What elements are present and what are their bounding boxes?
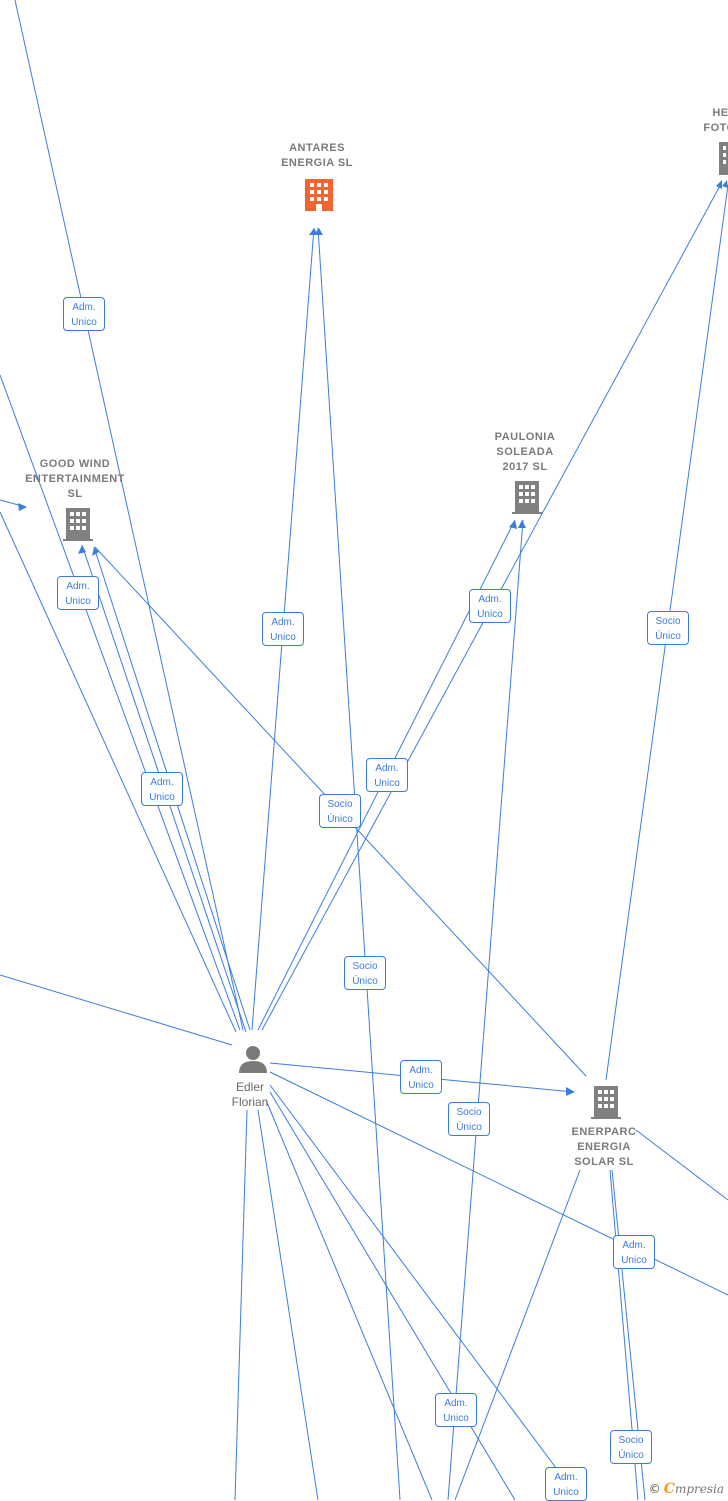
edge-badge-socio-unico[interactable]: Socio Único bbox=[647, 611, 689, 645]
edge-line bbox=[234, 1109, 248, 1500]
brand-name: mpresia bbox=[674, 1482, 724, 1496]
edge-line bbox=[14, 0, 244, 1031]
edge-line bbox=[635, 1129, 728, 1201]
edge-line bbox=[269, 1071, 728, 1296]
brand-initial: C bbox=[663, 1481, 675, 1497]
edge-badge-socio-unico[interactable]: Socio Único bbox=[610, 1430, 652, 1464]
edge-line bbox=[447, 519, 524, 1500]
edge-badge-adm-unico[interactable]: Adm. Unico bbox=[57, 576, 99, 610]
edge-badge-adm-unico[interactable]: Adm. Unico bbox=[262, 612, 304, 646]
edge-line bbox=[0, 974, 233, 1046]
edge-badge-socio-unico[interactable]: Socio Único bbox=[344, 956, 386, 990]
edge-badge-adm-unico[interactable]: Adm. Unico bbox=[141, 772, 183, 806]
edge-badge-adm-unico[interactable]: Adm. Unico bbox=[435, 1393, 477, 1427]
edge-badge-adm-unico[interactable]: Adm. Unico bbox=[545, 1467, 587, 1501]
edge-line bbox=[0, 511, 237, 1033]
edge-badge-socio-unico[interactable]: Socio Único bbox=[448, 1102, 490, 1136]
building-icon-good-wind[interactable] bbox=[63, 508, 93, 541]
arrowhead bbox=[509, 520, 517, 529]
company-label-enerparc[interactable]: ENERPARC ENERGIA SOLAR SL bbox=[571, 1126, 637, 1168]
edge-badge-adm-unico[interactable]: Adm. Unico bbox=[613, 1235, 655, 1269]
arrowhead bbox=[716, 180, 722, 189]
edge-line bbox=[269, 1091, 516, 1500]
company-label-hele-fotovo[interactable]: HELE FOTOVO bbox=[703, 107, 728, 134]
person-label-edler-florian[interactable]: Edler Florian bbox=[231, 1080, 269, 1109]
edge-line bbox=[0, 374, 241, 1031]
copyright-symbol: © bbox=[648, 1482, 661, 1496]
edge-line bbox=[257, 1109, 319, 1500]
edge-badge-adm-unico[interactable]: Adm. Unico bbox=[63, 297, 105, 331]
arrowhead bbox=[78, 545, 86, 554]
building-icon-hele-fotovo[interactable] bbox=[719, 142, 728, 175]
edge-badge-socio-unico[interactable]: Socio Único bbox=[319, 794, 361, 828]
arrowhead bbox=[92, 547, 99, 556]
company-label-good-wind[interactable]: GOOD WIND ENTERTAINMENT SL bbox=[25, 458, 125, 500]
edge-badge-adm-unico[interactable]: Adm. Unico bbox=[400, 1060, 442, 1094]
edge-line bbox=[265, 1099, 433, 1500]
arrowhead bbox=[18, 503, 27, 511]
company-label-paulonia[interactable]: PAULONIA SOLEADA 2017 SL bbox=[494, 431, 556, 473]
edge-line bbox=[454, 1169, 581, 1500]
building-icon-paulonia[interactable] bbox=[512, 481, 542, 514]
building-icon-antares[interactable] bbox=[305, 179, 333, 211]
empresia-watermark: ©Cmpresia bbox=[649, 1481, 724, 1497]
person-icon[interactable] bbox=[239, 1046, 267, 1073]
company-label-antares[interactable]: ANTARES ENERGIA SL bbox=[281, 142, 353, 169]
building-icon-enerparc[interactable] bbox=[591, 1086, 621, 1119]
edge-badge-adm-unico[interactable]: Adm. Unico bbox=[469, 589, 511, 623]
arrowhead bbox=[566, 1087, 575, 1096]
edge-badge-adm-unico[interactable]: Adm. Unico bbox=[366, 758, 408, 792]
arrowhead bbox=[722, 180, 728, 188]
edge-line bbox=[317, 227, 401, 1500]
arrowhead bbox=[518, 520, 526, 528]
arrowhead bbox=[314, 228, 323, 235]
edge-line bbox=[269, 1084, 581, 1500]
